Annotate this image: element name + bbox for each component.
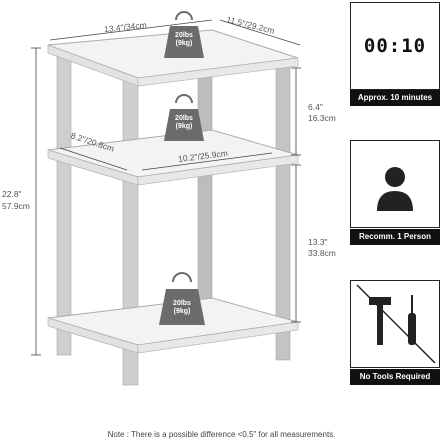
person-caption: Recomm. 1 Person xyxy=(350,229,440,245)
front-left-leg xyxy=(56,54,72,356)
inner-depth-dim-line xyxy=(59,147,128,171)
weight-badge-middle: 20lbs(9kg) xyxy=(162,97,206,139)
weight-badge-top: 20lbs(9kg) xyxy=(162,14,206,56)
height-label-in: 22.8" xyxy=(2,189,22,199)
tools-card xyxy=(350,280,440,368)
inner-width-dim-line xyxy=(141,152,273,171)
weight-icon-middle xyxy=(164,94,204,141)
weight-kg: (9kg) xyxy=(175,40,193,47)
weight-kg: (9kg) xyxy=(173,308,191,315)
weight-icon-bottom xyxy=(159,272,205,325)
height-label-cm: 57.9cm xyxy=(2,201,30,211)
back-left-leg xyxy=(197,51,213,303)
person-card xyxy=(350,140,440,228)
weight-kg: (9kg) xyxy=(175,123,193,130)
weight-lbs: 20lbs xyxy=(175,115,193,122)
shelf-gap-label-in: 6.4" xyxy=(308,102,323,112)
weight-badge-bottom: 20lbs(9kg) xyxy=(160,280,204,322)
lower-gap-label-in: 13.3" xyxy=(308,237,328,247)
no-tools-icon xyxy=(356,284,436,364)
person-icon xyxy=(377,167,413,211)
weight-lbs: 20lbs xyxy=(175,32,193,39)
measurement-note: Note : There is a possible difference <0… xyxy=(107,430,336,439)
weight-icon-top xyxy=(164,11,204,58)
shelf-gap-label-cm: 16.3cm xyxy=(308,113,336,123)
time-caption: Approx. 10 minutes xyxy=(350,90,440,106)
back-right-leg xyxy=(275,59,291,361)
time-display: 00:10 xyxy=(363,35,427,57)
depth-dim-line xyxy=(219,19,301,46)
lower-gap-label-cm: 33.8cm xyxy=(308,248,336,258)
shelf-illustration xyxy=(31,11,301,386)
weight-lbs: 20lbs xyxy=(173,300,191,307)
time-card: 00:10 xyxy=(350,2,440,90)
width-dim-line xyxy=(49,19,213,41)
tools-caption: No Tools Required xyxy=(350,369,440,385)
